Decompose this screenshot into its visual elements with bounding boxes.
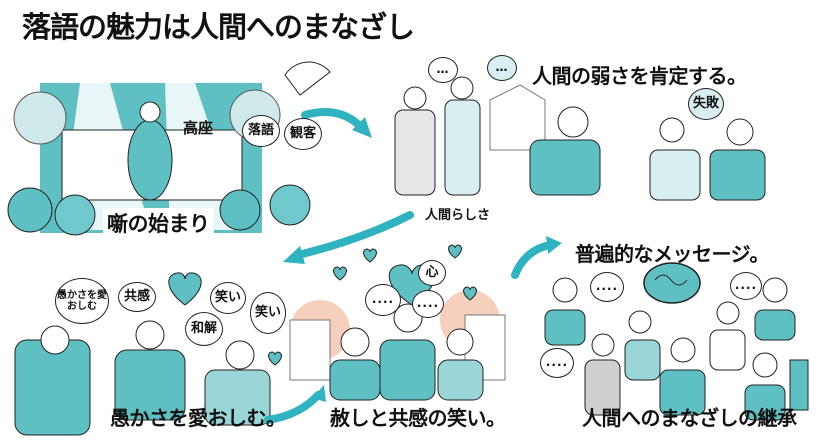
fondness-caption: 愚かさを愛おしむ。 [110, 406, 286, 430]
speech-bubble: 笑い [250, 292, 286, 334]
speech-bubble: .... [412, 290, 444, 318]
forgiveness-caption: 赦しと共感の笑い。 [330, 406, 506, 430]
speech-bubble: .... [540, 348, 574, 378]
weakness-caption: 人間の弱さを肯定する。 [532, 64, 747, 88]
stage-label: 高座 [183, 119, 214, 137]
fondness-illustration [14, 320, 271, 436]
arrowheads [283, 117, 562, 402]
speech-bubble: 失敗 [688, 88, 724, 120]
speech-bubble: .... [730, 272, 762, 300]
origin-caption: 噺の始まり [103, 208, 214, 238]
speech-bubble: .... [365, 284, 401, 316]
speech-bubble: .... [590, 272, 624, 302]
speech-bubble: 笑い [210, 282, 246, 314]
page-title: 落語の魅力は人間へのまなざし [22, 10, 415, 44]
speech-bubble: 共感 [118, 282, 156, 312]
universal-illustration [544, 277, 809, 421]
forgiveness-illustration [289, 290, 506, 401]
folding-fan-icon [284, 61, 331, 96]
speech-bubble: 観客 [284, 118, 322, 150]
humanity-label: 人間らしさ [425, 208, 491, 223]
speech-bubble: … [428, 57, 458, 83]
speech-bubble: … [487, 55, 517, 81]
universal-caption: 普遍的なメッセージ。 [575, 242, 770, 266]
speech-bubble: 和解 [185, 312, 223, 346]
weakness-illustration [394, 76, 766, 201]
legacy-caption: 人間へのまなざしの継承 [582, 406, 797, 430]
brain-icon [643, 262, 701, 304]
speech-bubble: 愚かさを愛おしむ [55, 278, 109, 324]
speech-bubble: 落語 [242, 115, 280, 147]
speech-bubble: 心 [418, 260, 446, 286]
stage-illustration [7, 83, 311, 236]
